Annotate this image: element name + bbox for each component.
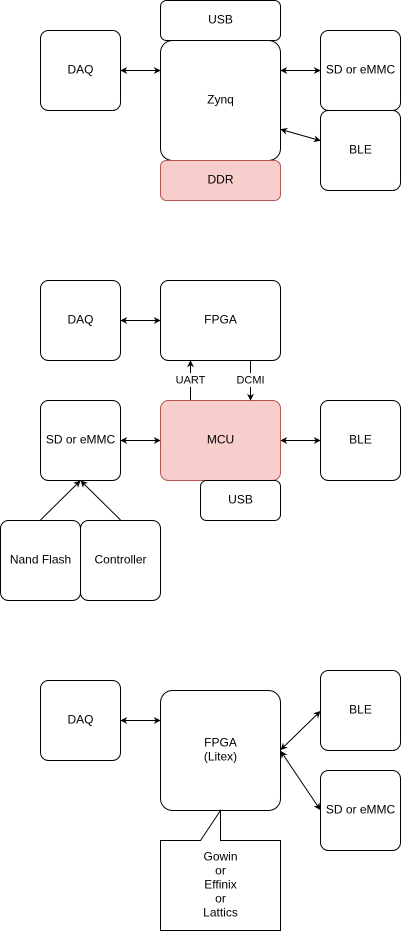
daq-label: DAQ [67, 313, 93, 327]
fpga-label: FPGA [204, 313, 237, 327]
daq-box: DAQ [40, 30, 121, 111]
sd-box: SD or eMMC [40, 400, 121, 481]
usb-label: USB [228, 493, 253, 507]
usb-label: USB [208, 13, 233, 27]
fpga-ble-arrow [280, 711, 321, 750]
nand-sd-arrow [40, 480, 81, 521]
note-line-2: or [215, 864, 226, 878]
controller-sd-arrow [80, 480, 121, 521]
ddr-box: DDR [160, 160, 281, 201]
ble-box: BLE [320, 670, 401, 751]
sd-label: SD or eMMC [46, 433, 116, 447]
controller-label: Controller [94, 553, 146, 567]
sd-box: SD or eMMC [320, 30, 401, 111]
zynq-label: Zynq [207, 93, 234, 107]
fpga-label: FPGA [204, 736, 237, 750]
note-line-1: Gowin [203, 850, 237, 864]
dcmi-label: DCMI [236, 374, 264, 386]
daq-box: DAQ [40, 680, 121, 761]
daq-label: DAQ [67, 713, 93, 727]
note-line-4: or [215, 892, 226, 906]
controller-box: Controller [80, 520, 161, 601]
fpga-litex-box: FPGA (Litex) [160, 690, 281, 811]
diagram-2: DAQ FPGA SD or eMMC MCU BLE USB Nand Fla… [0, 280, 401, 601]
ble-label: BLE [349, 433, 372, 447]
fpga-box: FPGA [160, 280, 281, 361]
diagram-3: DAQ FPGA (Litex) BLE SD or eMMC Gowin or… [40, 670, 401, 931]
fpga-sd-arrow [280, 750, 321, 811]
ble-box: BLE [320, 400, 401, 481]
ble-box: BLE [320, 110, 401, 191]
mcu-box: MCU [160, 400, 281, 481]
note-line-3: Effinix [204, 878, 236, 892]
nand-flash-box: Nand Flash [0, 520, 81, 601]
ddr-label: DDR [208, 173, 234, 187]
ble-label: BLE [349, 143, 372, 157]
note-line-5: Lattics [203, 906, 238, 920]
zynq-ble-arrow [280, 127, 321, 143]
zynq-box: Zynq [160, 40, 281, 161]
diagram-1: USB DAQ Zynq SD or eMMC BLE DDR [40, 0, 401, 201]
nand-flash-label: Nand Flash [10, 553, 71, 567]
daq-label: DAQ [67, 63, 93, 77]
daq-box: DAQ [40, 280, 121, 361]
ble-label: BLE [349, 703, 372, 717]
sd-label: SD or eMMC [326, 803, 396, 817]
sd-box: SD or eMMC [320, 770, 401, 851]
litex-label: (Litex) [204, 750, 237, 764]
uart-label: UART [176, 374, 206, 386]
sd-label: SD or eMMC [326, 63, 396, 77]
usb-box: USB [160, 0, 281, 41]
usb-box: USB [200, 480, 281, 521]
mcu-label: MCU [207, 433, 234, 447]
vendor-note-callout: Gowin or Effinix or Lattics [160, 808, 281, 931]
